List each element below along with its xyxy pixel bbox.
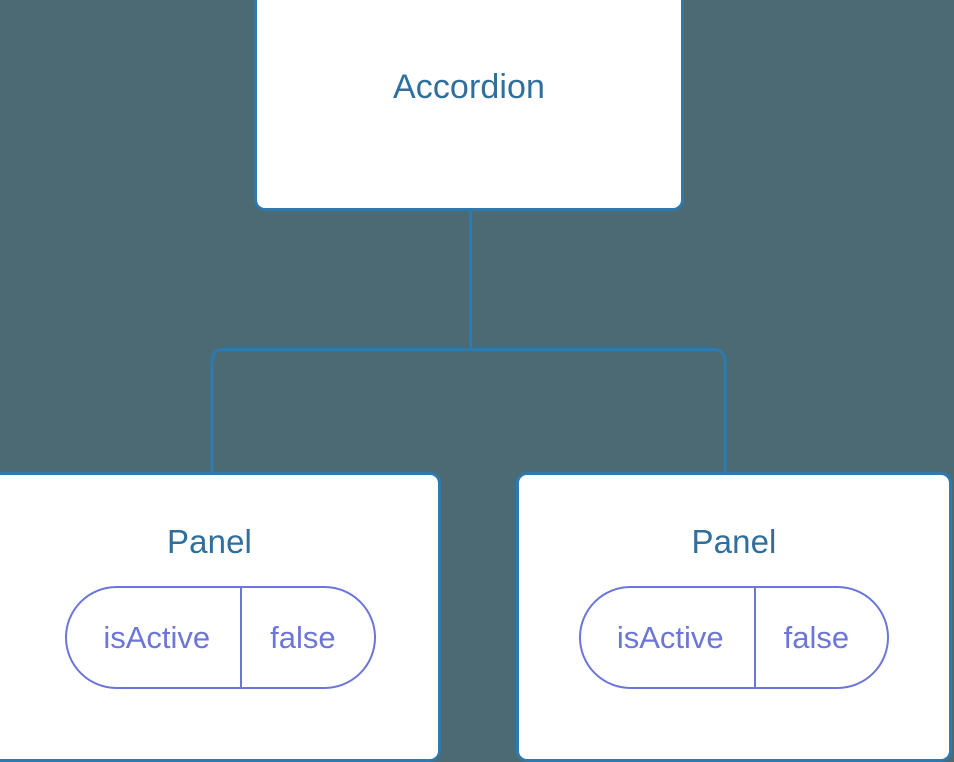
edge-to-panel-left [210,348,471,474]
state-pill-left[interactable]: isActive false [65,586,376,689]
edge-to-panel-right [470,348,727,474]
node-panel-left[interactable]: Panel isActive false [0,472,441,762]
node-panel-right-title: Panel [691,523,777,560]
state-pill-left-key: isActive [67,588,243,687]
node-accordion-title: Accordion [392,67,546,106]
state-pill-right-value: false [783,620,850,655]
state-pill-right[interactable]: isActive false [578,586,890,689]
node-accordion[interactable]: Accordion [254,0,684,211]
state-pill-right-key: isActive [581,588,756,687]
node-panel-left-title: Panel [167,523,252,560]
node-panel-right[interactable]: Panel isActive false [516,472,952,762]
state-pill-left-value: false [270,620,336,655]
